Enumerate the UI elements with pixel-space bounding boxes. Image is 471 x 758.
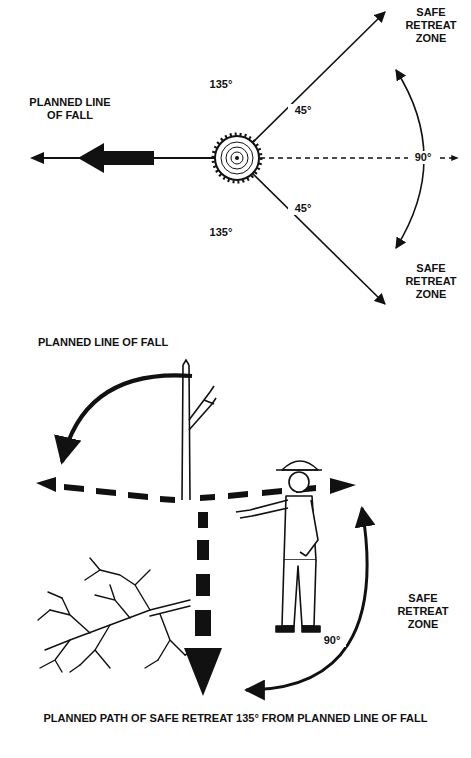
angle-label: 135° — [204, 78, 238, 91]
zone-label: SAFE RETREAT ZONE — [384, 592, 462, 631]
fall-arrow-tip — [30, 152, 44, 164]
fall-arrow-shaft — [102, 151, 154, 165]
top-plan — [30, 12, 458, 304]
person — [236, 461, 322, 632]
angle-label: 90° — [408, 151, 438, 164]
ground-dashes — [36, 477, 356, 696]
caption: PLANNED PATH OF SAFE RETREAT 135° FROM P… — [20, 712, 451, 725]
retreat-ray — [252, 173, 385, 304]
angle-label: 135° — [204, 226, 238, 239]
fall-arrow-head — [78, 143, 104, 173]
fall-curve-arrow — [62, 375, 192, 462]
zone-label: SAFE RETREAT ZONE — [396, 6, 466, 45]
angle-label: 45° — [288, 202, 318, 215]
line-of-fall-label: PLANNED LINE OF FALL — [20, 96, 120, 122]
tree-stump — [213, 134, 261, 182]
fall-line — [150, 157, 215, 159]
angle-label: 90° — [318, 634, 346, 647]
felled-crown — [38, 558, 195, 672]
retreat-ray — [252, 12, 385, 143]
felling-scene — [36, 360, 367, 696]
standing-tree — [182, 360, 216, 500]
zone-label: SAFE RETREAT ZONE — [396, 262, 466, 301]
angle-label: 45° — [288, 104, 318, 117]
fall-line — [40, 157, 80, 159]
line-of-fall-label: PLANNED LINE OF FALL — [36, 336, 236, 349]
retreat-arc — [246, 508, 367, 690]
